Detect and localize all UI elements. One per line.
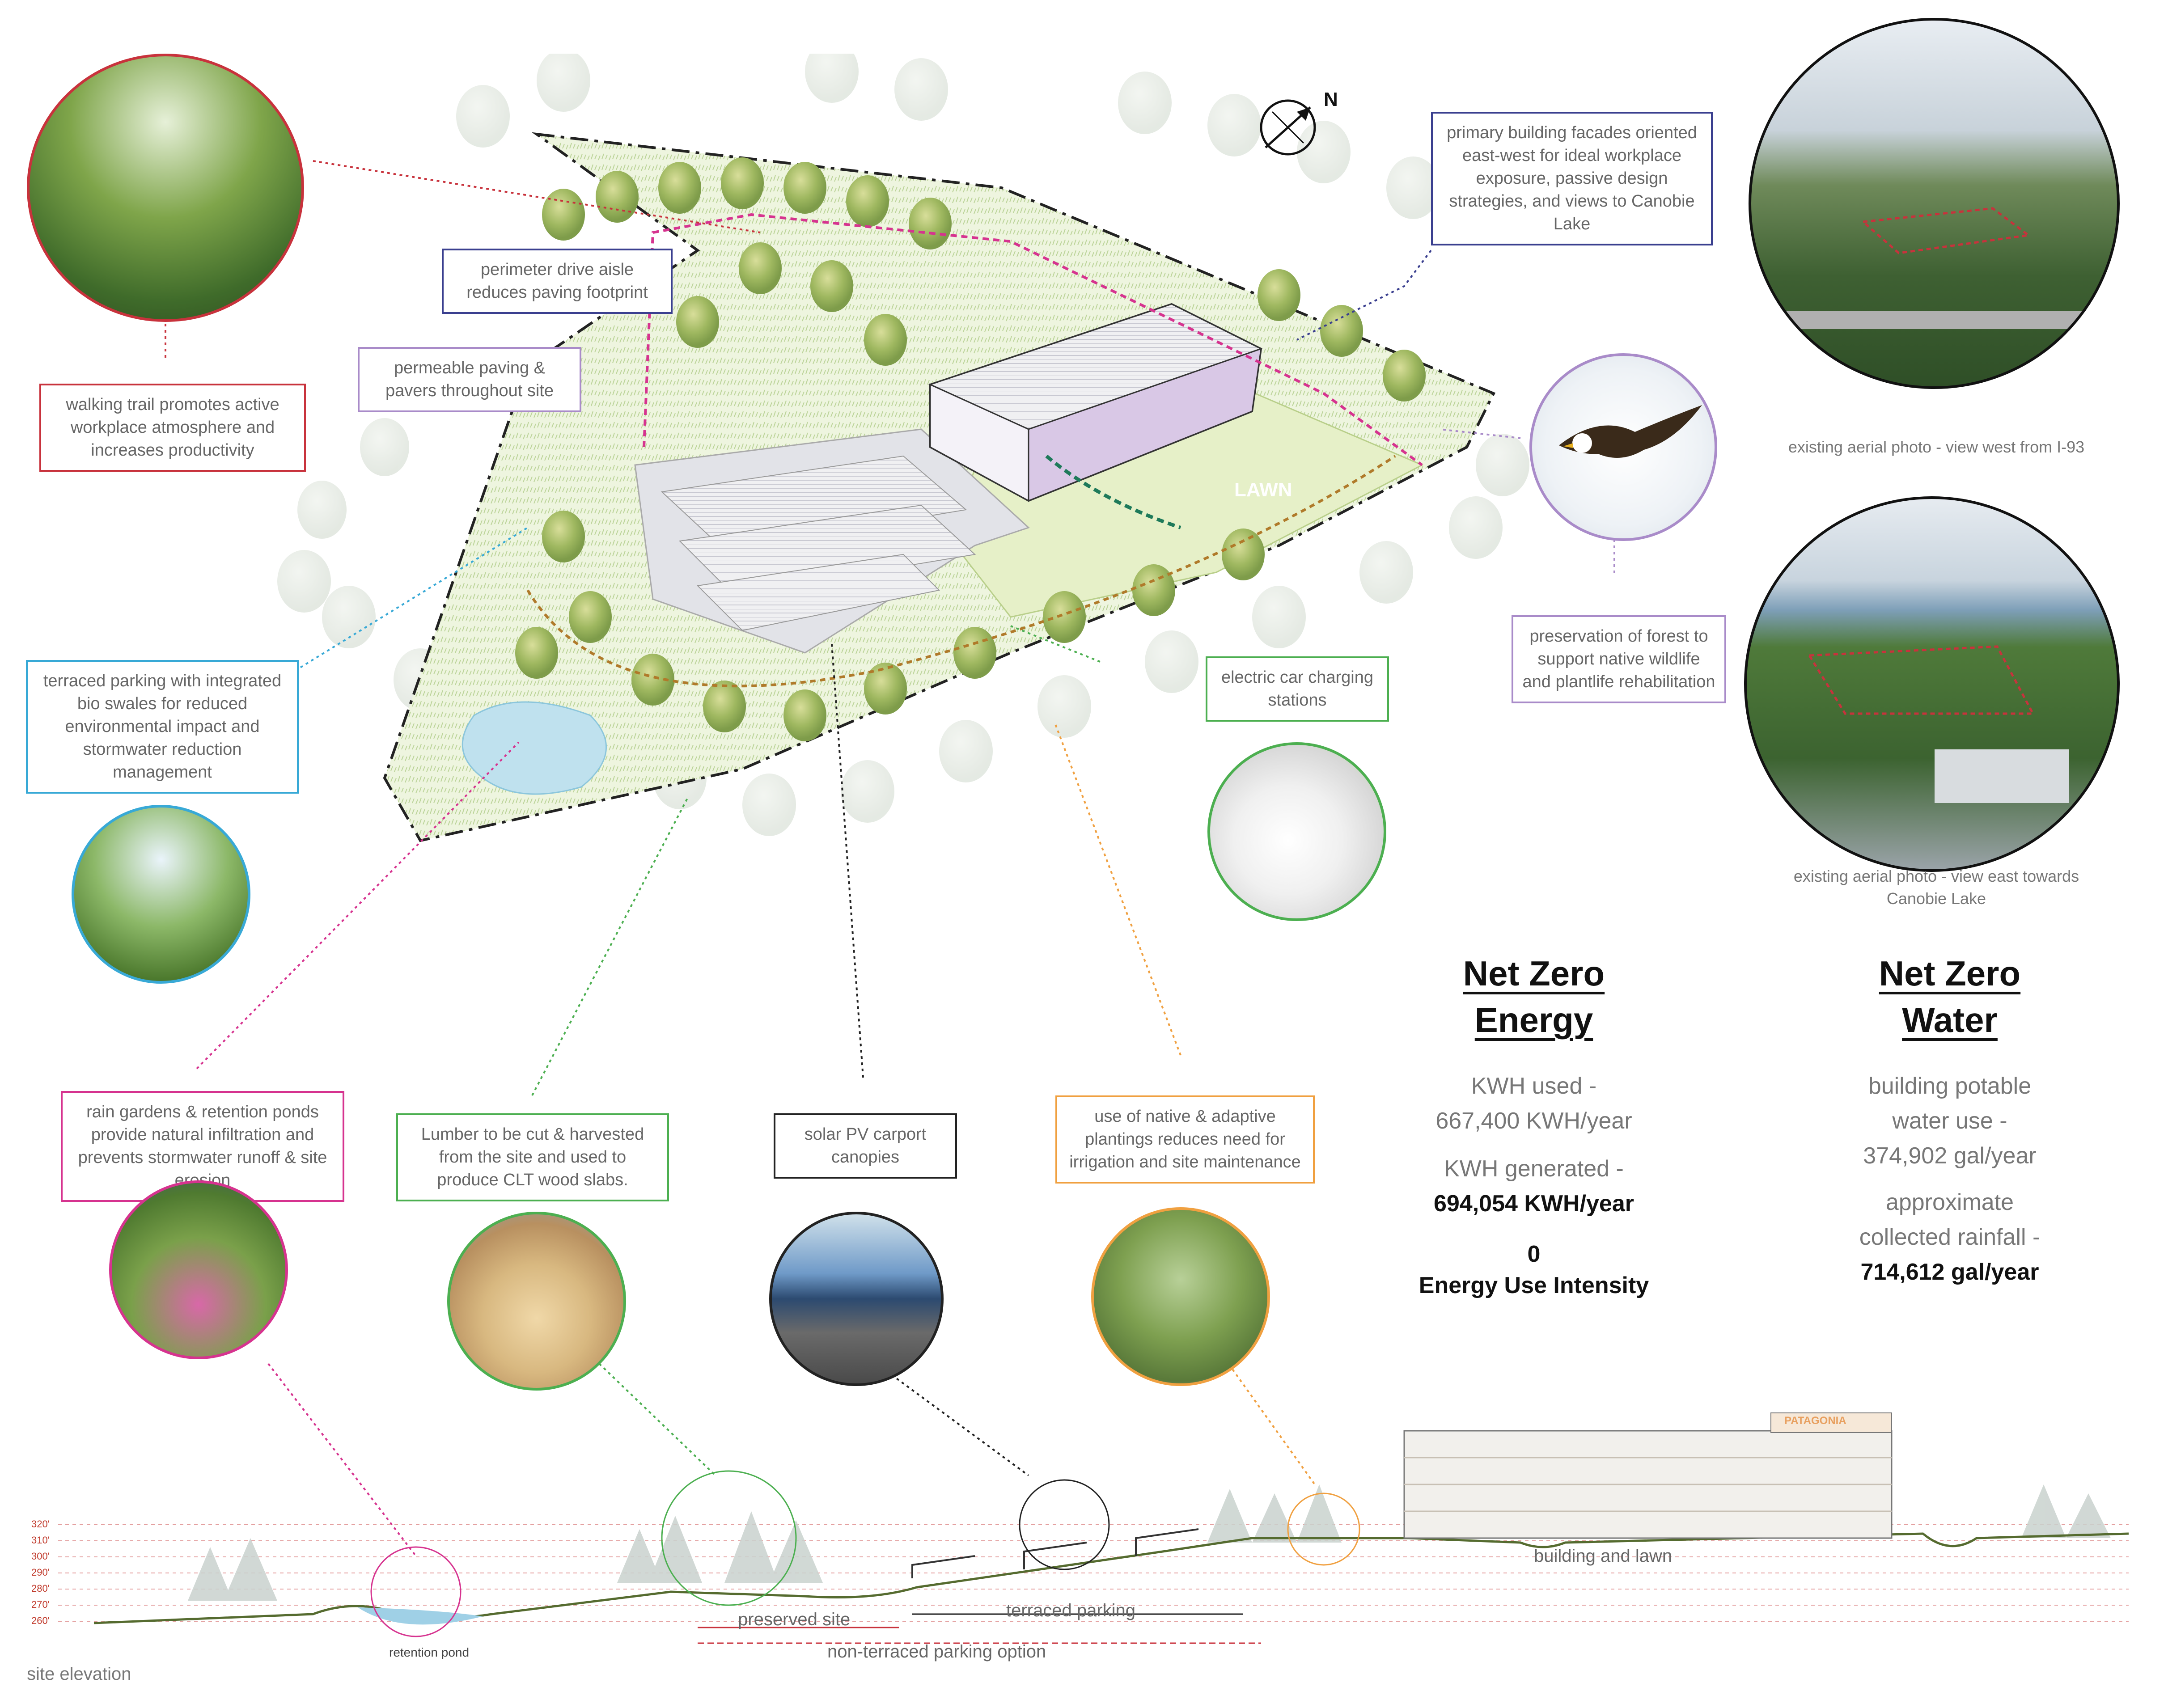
terraced-parking-callout: terraced parking with integrated bio swa…	[26, 660, 299, 794]
rain-garden-photo	[109, 1180, 288, 1359]
terraced-parking-label: terraced parking	[1006, 1601, 1136, 1620]
water-rainfall: approximate collected rainfall - 714,612…	[1793, 1185, 2106, 1289]
ev-charging-text: electric car charging stations	[1221, 668, 1374, 710]
eui-value: 0	[1527, 1241, 1541, 1267]
walking-trail-text: walking trail promotes active workplace …	[66, 395, 279, 460]
dimension-lines	[698, 1613, 1261, 1644]
solar-canopies-section	[911, 1528, 1199, 1578]
energy-title-line2: Energy	[1474, 1000, 1593, 1040]
section-highlight-solar	[1019, 1479, 1110, 1570]
site-elevation-label: site elevation	[27, 1664, 131, 1684]
perimeter-drive-path	[643, 213, 1423, 466]
lawn-label: LAWN	[1234, 479, 1292, 501]
elev-260: 260'	[31, 1615, 50, 1626]
north-arrow-icon	[1260, 99, 1316, 156]
native-plantings-text: use of native & adaptive plantings reduc…	[1069, 1107, 1301, 1171]
water-rain-value: 714,612 gal/year	[1860, 1259, 2039, 1285]
retention-pond-section	[358, 1607, 483, 1625]
building-sign: PATAGONIA	[1784, 1415, 1846, 1427]
energy-used-value: 667,400 KWH/year	[1435, 1108, 1632, 1134]
permeable-paving-text: permeable paving & pavers throughout sit…	[385, 359, 554, 400]
perimeter-drive-callout: perimeter drive aisle reduces paving foo…	[442, 249, 673, 314]
forest-preservation-callout: preservation of forest to support native…	[1512, 615, 1726, 703]
native-plantings-photo	[1091, 1207, 1270, 1386]
building-facades-text: primary building facades oriented east-w…	[1447, 123, 1697, 233]
eui-label: Energy Use Intensity	[1419, 1273, 1649, 1298]
site-section-drawing	[58, 1412, 2129, 1644]
permeable-paving-callout: permeable paving & pavers throughout sit…	[358, 347, 581, 412]
energy-use-intensity: 0 Energy Use Intensity	[1377, 1239, 1690, 1301]
energy-title-line1: Net Zero	[1463, 954, 1605, 993]
ev-charging-photo	[1207, 742, 1386, 921]
lumber-photo	[447, 1212, 626, 1391]
bio-swale-photo	[72, 805, 250, 984]
site-outline-east	[1807, 645, 2069, 803]
water-use-label2: water use -	[1892, 1108, 2007, 1134]
perimeter-drive-text: perimeter drive aisle reduces paving foo…	[466, 260, 648, 302]
site-outline-west	[1751, 207, 2117, 329]
terraced-parking-area	[634, 428, 1030, 654]
energy-used: KWH used - 667,400 KWH/year	[1377, 1069, 1690, 1138]
lawn-path	[1045, 454, 1181, 529]
water-use-label1: building potable	[1868, 1073, 2032, 1099]
aerial-east-caption: existing aerial photo - view east toward…	[1793, 867, 2079, 908]
energy-used-label: KWH used -	[1471, 1073, 1597, 1099]
section-highlight-lumber	[661, 1470, 797, 1606]
solar-pv-callout: solar PV carport canopies	[774, 1113, 957, 1179]
north-label: N	[1324, 89, 1338, 110]
terraced-parking-text: terraced parking with integrated bio swa…	[43, 672, 282, 782]
non-terraced-label: non-terraced parking option	[827, 1642, 1046, 1661]
water-title-line2: Water	[1902, 1000, 1998, 1040]
retention-pond-label: retention pond	[389, 1645, 470, 1659]
walking-trail-photo	[27, 54, 304, 322]
energy-generated-label: KWH generated -	[1444, 1156, 1624, 1182]
walking-trail-callout: walking trail promotes active workplace …	[39, 384, 306, 472]
net-zero-water-title: Net Zero Water	[1816, 950, 2084, 1043]
rain-gardens-text: rain gardens & retention ponds provide n…	[78, 1103, 327, 1190]
lumber-text: Lumber to be cut & harvested from the si…	[421, 1125, 644, 1189]
retention-pond-plan	[462, 701, 607, 795]
building-and-lawn-label: building and lawn	[1534, 1546, 1673, 1566]
aerial-photo-east	[1744, 496, 2120, 872]
section-highlight-plantings	[1287, 1492, 1360, 1566]
elev-300: 300'	[31, 1551, 50, 1562]
section-trees	[188, 1484, 2111, 1601]
water-title-line1: Net Zero	[1879, 954, 2021, 993]
net-zero-energy-title: Net Zero Energy	[1400, 950, 1668, 1043]
aerial-west-caption: existing aerial photo - view west from I…	[1788, 438, 2085, 456]
elev-270: 270'	[31, 1599, 50, 1610]
forest-preservation-text: preservation of forest to support native…	[1522, 627, 1715, 691]
elev-290: 290'	[31, 1567, 50, 1578]
elev-320: 320'	[31, 1518, 50, 1530]
preserved-site-label: preserved site	[738, 1610, 851, 1629]
water-rain-label2: collected rainfall -	[1859, 1224, 2041, 1250]
walking-trail-path	[526, 455, 1396, 688]
lumber-callout: Lumber to be cut & harvested from the si…	[396, 1113, 669, 1201]
eagle-icon	[1559, 405, 1702, 458]
water-rain-label1: approximate	[1885, 1189, 2014, 1215]
ev-charging-callout: electric car charging stations	[1206, 656, 1389, 722]
energy-generated-value: 694,054 KWH/year	[1433, 1191, 1634, 1217]
solar-carport-photo	[769, 1212, 944, 1386]
energy-generated: KWH generated - 694,054 KWH/year	[1377, 1151, 1690, 1221]
solar-pv-text: solar PV carport canopies	[804, 1125, 927, 1167]
water-use-value: 374,902 gal/year	[1863, 1143, 2037, 1169]
elev-280: 280'	[31, 1583, 50, 1594]
water-use: building potable water use - 374,902 gal…	[1793, 1069, 2106, 1173]
native-plantings-callout: use of native & adaptive plantings reduc…	[1055, 1095, 1315, 1184]
building-elevation	[1403, 1412, 1893, 1539]
building-massing	[928, 303, 1263, 502]
aerial-photo-west	[1749, 18, 2120, 389]
elev-310: 310'	[31, 1535, 50, 1546]
eagle-photo	[1529, 353, 1717, 541]
building-facades-callout: primary building facades oriented east-w…	[1431, 112, 1713, 245]
section-highlight-pond	[370, 1546, 462, 1637]
